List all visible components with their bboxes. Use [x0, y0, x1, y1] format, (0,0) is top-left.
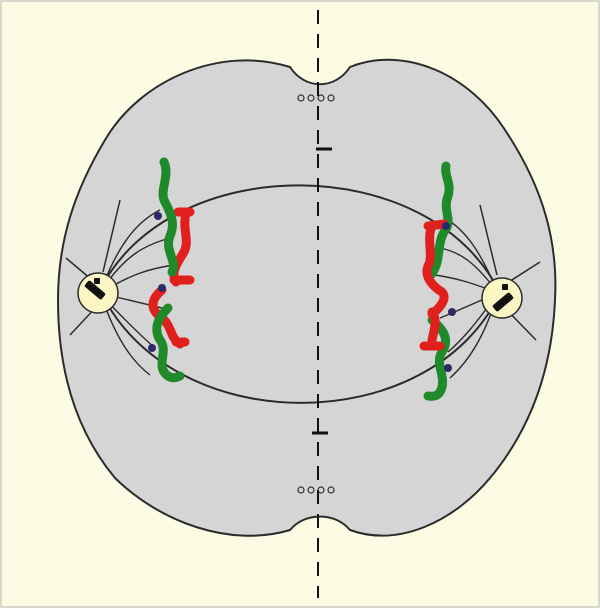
cleavage-markers-bottom — [297, 486, 335, 494]
small-circle-icon — [297, 94, 305, 102]
small-circle-icon — [307, 486, 315, 494]
small-circle-icon — [327, 486, 335, 494]
chromatid-green — [158, 157, 178, 277]
cleavage-markers-top — [297, 94, 335, 102]
chromosomes-left — [148, 157, 195, 383]
chromatid-green — [152, 303, 185, 383]
centriole-icon — [84, 278, 106, 300]
centromeres-right — [442, 222, 456, 372]
small-circle-icon — [317, 94, 325, 102]
small-circle-icon — [297, 486, 305, 494]
centriole-icon — [492, 284, 514, 312]
centromeres-left — [148, 212, 166, 352]
centrosome-left — [77, 272, 119, 314]
chromosomes-right — [419, 161, 456, 401]
chromatid-green — [423, 315, 451, 401]
centrosome-right — [481, 277, 523, 319]
chromatid-red — [419, 307, 445, 351]
small-circle-icon — [307, 94, 315, 102]
cell-membrane — [56, 58, 557, 537]
chromatid-green — [425, 161, 454, 281]
chromatid-red — [422, 219, 449, 319]
small-circle-icon — [327, 94, 335, 102]
